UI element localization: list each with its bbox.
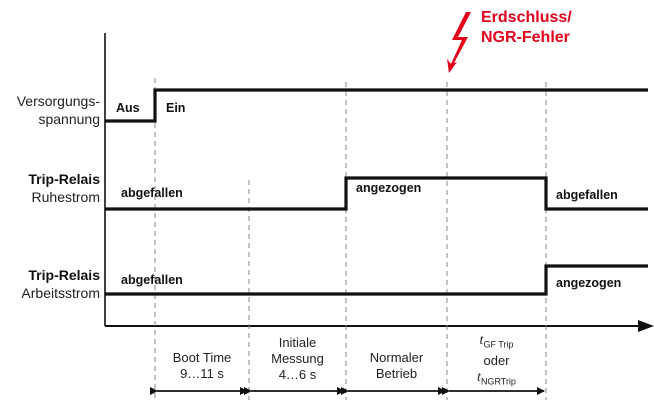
trip-t1-subscript: GF Trip (483, 339, 514, 350)
phase-initial-line1: Initiale (278, 335, 317, 350)
trip-oder: oder (483, 352, 510, 368)
phase-initial-measurement: Initiale Messung 4…6 s (249, 335, 346, 383)
label-supply-line2: spannung (38, 111, 100, 127)
phase-initial-line2: Messung (271, 351, 324, 366)
state-ruhe-abgefallen-1: abgefallen (121, 186, 183, 200)
phase-boot-line2: 9…11 s (180, 366, 224, 381)
trip-t2-symbol: t (477, 369, 481, 385)
state-ruhe-abgefallen-2: abgefallen (556, 188, 618, 202)
fault-line2: NGR-Fehler (481, 29, 570, 46)
state-ruhe-angezogen: angezogen (356, 181, 422, 195)
label-arbeit-sub: Arbeitsstrom (21, 285, 100, 301)
time-axis-arrowhead (638, 320, 654, 332)
label-supply-line1: Versorgungs- (16, 93, 100, 109)
fault-line1: Erdschluss/ (481, 9, 572, 26)
label-ruhe-sub: Ruhestrom (31, 189, 100, 205)
phase-trip-delay: tGF Trip oder tNGRTrip (447, 332, 546, 389)
phase-normal-operation: Normaler Betrieb (346, 350, 447, 382)
state-ein: Ein (166, 101, 186, 115)
state-aus: Aus (116, 101, 140, 115)
trip-t2-subscript: NGRTrip (480, 376, 516, 387)
label-ruhe-title: Trip-Relais (28, 171, 100, 187)
phase-initial-line3: 4…6 s (278, 367, 317, 382)
phase-normal-line2: Betrieb (375, 366, 418, 381)
arbeitsstrom-signal (105, 264, 648, 296)
label-supply-voltage: Versorgungs- spannung (17, 92, 100, 128)
ruhestrom-signal (105, 176, 648, 211)
fault-annotation: Erdschluss/ NGR-Fehler (481, 8, 572, 48)
supply-signal (105, 88, 648, 123)
label-arbeit-title: Trip-Relais (28, 267, 100, 283)
phase-boot-time: Boot Time 9…11 s (155, 350, 249, 382)
state-arbeit-abgefallen: abgefallen (121, 273, 183, 287)
label-trip-relay-ruhestrom: Trip-Relais Ruhestrom (28, 170, 100, 206)
phase-boot-line1: Boot Time (172, 350, 232, 365)
state-arbeit-angezogen: angezogen (556, 276, 622, 290)
lightning-bolt-icon (447, 12, 471, 73)
label-trip-relay-arbeitsstrom: Trip-Relais Arbeitsstrom (21, 266, 100, 302)
phase-normal-line1: Normaler (369, 350, 424, 365)
trip-t1-symbol: t (479, 333, 484, 348)
